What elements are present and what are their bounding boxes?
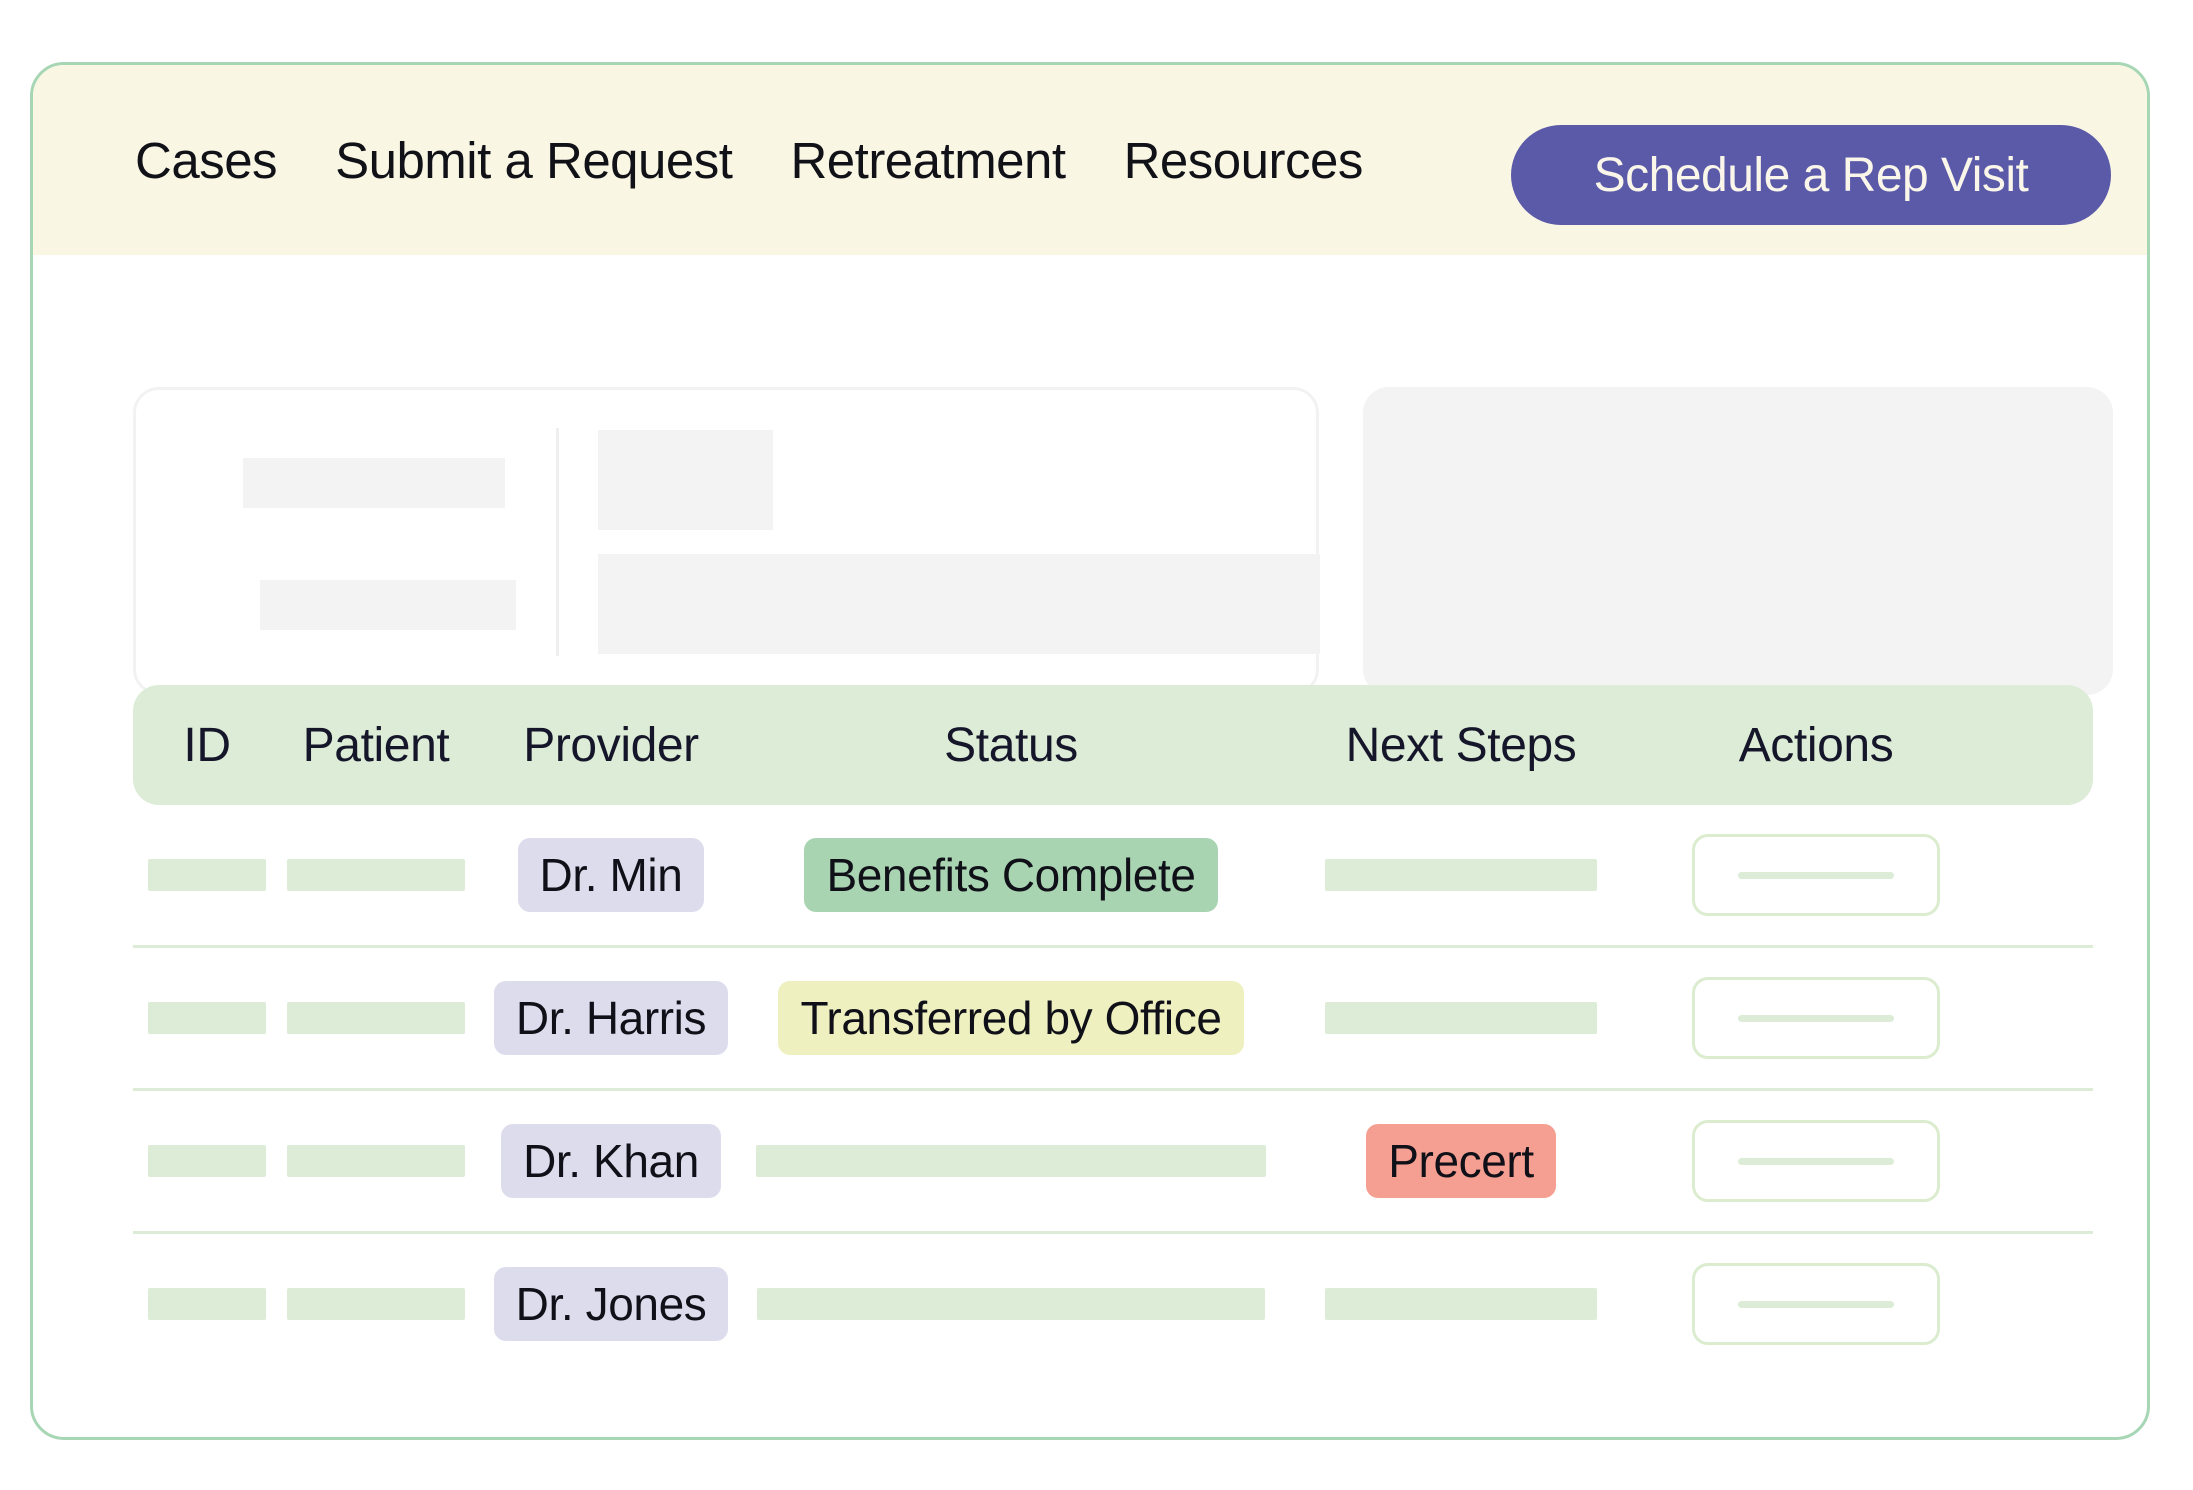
nav-link-submit-a-request[interactable]: Submit a Request bbox=[335, 131, 733, 189]
row-actions-button[interactable] bbox=[1692, 977, 1940, 1059]
table-row[interactable]: Dr. Jones bbox=[133, 1234, 2093, 1374]
table-row[interactable]: Dr. Khan Precert bbox=[133, 1091, 2093, 1234]
cell-status bbox=[751, 1288, 1271, 1320]
cards-area bbox=[33, 255, 2147, 695]
column-header-status[interactable]: Status bbox=[944, 718, 1078, 772]
nav-link-resources[interactable]: Resources bbox=[1123, 131, 1364, 189]
placeholder-bar-id bbox=[148, 1145, 266, 1177]
column-header-provider[interactable]: Provider bbox=[523, 718, 699, 772]
nav-link-retreatment[interactable]: Retreatment bbox=[790, 131, 1066, 189]
case-detail-card bbox=[133, 387, 1320, 695]
cell-next-steps bbox=[1271, 859, 1651, 891]
cell-patient bbox=[281, 1145, 471, 1177]
schedule-a-rep-visit-button[interactable]: Schedule a Rep Visit bbox=[1511, 125, 2111, 225]
table-row[interactable]: Dr. Min Benefits Complete bbox=[133, 805, 2093, 948]
cell-actions bbox=[1651, 1120, 1981, 1202]
cell-actions bbox=[1651, 1263, 1981, 1345]
row-actions-button[interactable] bbox=[1692, 1263, 1940, 1345]
placeholder-block-left-top bbox=[243, 458, 505, 508]
placeholder-block-right-top bbox=[598, 430, 773, 530]
cell-patient bbox=[281, 859, 471, 891]
cell-id bbox=[133, 1002, 281, 1034]
table-row[interactable]: Dr. Harris Transferred by Office bbox=[133, 948, 2093, 1091]
column-header-patient[interactable]: Patient bbox=[302, 718, 450, 772]
cell-provider: Dr. Harris bbox=[471, 981, 751, 1055]
top-navigation-bar: Cases Submit a Request Retreatment Resou… bbox=[33, 65, 2147, 255]
cell-id bbox=[133, 1288, 281, 1320]
cell-actions bbox=[1651, 977, 1981, 1059]
placeholder-line-actions bbox=[1738, 871, 1894, 879]
placeholder-bar-patient bbox=[287, 1288, 465, 1320]
row-actions-button[interactable] bbox=[1692, 1120, 1940, 1202]
placeholder-bar-id bbox=[148, 859, 266, 891]
column-header-next-steps[interactable]: Next Steps bbox=[1345, 718, 1577, 772]
cell-status: Transferred by Office bbox=[751, 981, 1271, 1055]
card-vertical-divider bbox=[556, 428, 559, 656]
placeholder-line-actions bbox=[1738, 1014, 1894, 1022]
summary-panel-card bbox=[1363, 387, 2113, 695]
placeholder-bar-next-steps bbox=[1325, 859, 1597, 891]
placeholder-bar-patient bbox=[287, 859, 465, 891]
placeholder-block-right-bottom bbox=[598, 554, 1320, 654]
cell-next-steps bbox=[1271, 1288, 1651, 1320]
placeholder-line-actions bbox=[1738, 1300, 1894, 1308]
cell-id bbox=[133, 859, 281, 891]
row-actions-button[interactable] bbox=[1692, 834, 1940, 916]
cell-next-steps: Precert bbox=[1271, 1124, 1651, 1198]
cell-status: Benefits Complete bbox=[751, 838, 1271, 912]
app-frame: Cases Submit a Request Retreatment Resou… bbox=[30, 62, 2150, 1440]
nav-links: Cases Submit a Request Retreatment Resou… bbox=[135, 65, 1421, 255]
cell-status bbox=[751, 1145, 1271, 1177]
placeholder-bar-status bbox=[757, 1288, 1265, 1320]
cell-patient bbox=[281, 1002, 471, 1034]
placeholder-bar-id bbox=[148, 1002, 266, 1034]
cell-provider: Dr. Jones bbox=[471, 1267, 751, 1341]
column-header-id[interactable]: ID bbox=[183, 718, 231, 772]
cell-next-steps bbox=[1271, 1002, 1651, 1034]
nav-link-cases[interactable]: Cases bbox=[135, 131, 278, 189]
cell-patient bbox=[281, 1288, 471, 1320]
placeholder-bar-next-steps bbox=[1325, 1288, 1597, 1320]
cell-id bbox=[133, 1145, 281, 1177]
provider-badge[interactable]: Dr. Harris bbox=[493, 981, 729, 1055]
provider-badge[interactable]: Dr. Jones bbox=[493, 1267, 729, 1341]
placeholder-block-left-bottom bbox=[260, 580, 516, 630]
placeholder-line-actions bbox=[1738, 1157, 1894, 1165]
status-badge[interactable]: Transferred by Office bbox=[778, 981, 1244, 1055]
table-header-row: ID Patient Provider Status Next Steps Ac… bbox=[133, 685, 2093, 805]
placeholder-bar-patient bbox=[287, 1145, 465, 1177]
cell-provider: Dr. Min bbox=[471, 838, 751, 912]
placeholder-bar-patient bbox=[287, 1002, 465, 1034]
status-badge[interactable]: Benefits Complete bbox=[804, 838, 1218, 912]
column-header-actions[interactable]: Actions bbox=[1738, 718, 1894, 772]
cases-table: ID Patient Provider Status Next Steps Ac… bbox=[33, 685, 2147, 1374]
placeholder-bar-status bbox=[756, 1145, 1266, 1177]
cell-actions bbox=[1651, 834, 1981, 916]
next-step-badge[interactable]: Precert bbox=[1366, 1124, 1556, 1198]
provider-badge[interactable]: Dr. Min bbox=[517, 838, 705, 912]
placeholder-bar-id bbox=[148, 1288, 266, 1320]
cell-provider: Dr. Khan bbox=[471, 1124, 751, 1198]
placeholder-bar-next-steps bbox=[1325, 1002, 1597, 1034]
provider-badge[interactable]: Dr. Khan bbox=[501, 1124, 721, 1198]
